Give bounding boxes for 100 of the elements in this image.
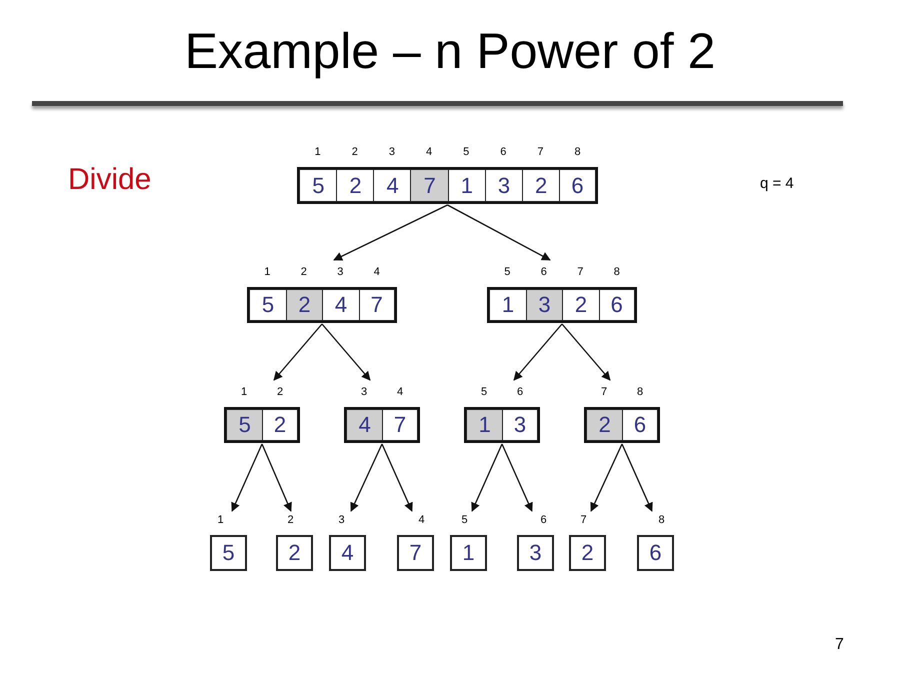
array-cell bbox=[569, 535, 606, 571]
arrow bbox=[333, 204, 448, 261]
array-cell bbox=[522, 169, 560, 202]
array-cell bbox=[637, 535, 674, 571]
index-number: 4 bbox=[374, 266, 380, 279]
index-number: 1 bbox=[241, 386, 248, 399]
index-number: 3 bbox=[388, 146, 395, 159]
index-number: 6 bbox=[540, 514, 547, 527]
arrow bbox=[513, 324, 562, 381]
arrow bbox=[471, 444, 503, 512]
cell-value: 3 bbox=[496, 172, 512, 200]
array-cell bbox=[622, 409, 658, 441]
arrow bbox=[350, 444, 383, 512]
cell-value: 2 bbox=[534, 172, 548, 200]
array-cell bbox=[489, 289, 527, 321]
index-number: 4 bbox=[418, 514, 425, 527]
slide-title: Example – n Power of 2 bbox=[184, 22, 716, 80]
array-cell bbox=[450, 535, 487, 571]
index-number: 3 bbox=[337, 266, 344, 279]
cell-value: 5 bbox=[311, 172, 326, 200]
array-cell bbox=[484, 169, 524, 202]
index-number: 7 bbox=[577, 266, 584, 279]
cell-value: 6 bbox=[632, 411, 648, 439]
cell-value: 7 bbox=[392, 411, 408, 439]
index-number: 5 bbox=[504, 266, 510, 279]
cell-value: 4 bbox=[340, 539, 355, 567]
note-text: q = 4 bbox=[760, 175, 794, 192]
array-cell bbox=[329, 535, 366, 571]
cell-value: 1 bbox=[460, 172, 474, 200]
arrow bbox=[261, 444, 292, 512]
array-cell bbox=[249, 289, 287, 321]
index-number: 7 bbox=[537, 146, 544, 159]
cell-value: 5 bbox=[260, 291, 276, 319]
cell-value: 6 bbox=[570, 172, 585, 200]
cell-value: 4 bbox=[334, 291, 348, 319]
array-cell bbox=[226, 409, 264, 441]
array-cell bbox=[448, 169, 486, 202]
cell-value: 1 bbox=[500, 291, 516, 319]
index-number: 7 bbox=[601, 386, 608, 399]
arrow bbox=[273, 324, 322, 381]
index-number: 8 bbox=[637, 386, 644, 399]
cell-value: 2 bbox=[580, 539, 595, 567]
arrow bbox=[501, 444, 533, 512]
index-number: 2 bbox=[277, 386, 284, 399]
cell-value: 5 bbox=[221, 539, 236, 567]
array-cell bbox=[517, 535, 554, 571]
array-cell bbox=[373, 169, 412, 202]
cell-value: 5 bbox=[238, 411, 252, 439]
array-cell bbox=[410, 169, 449, 202]
index-number: 8 bbox=[658, 514, 665, 527]
index-number: 2 bbox=[300, 266, 307, 279]
cell-value: 2 bbox=[287, 539, 302, 567]
cell-value: 6 bbox=[648, 539, 663, 567]
index-number: 4 bbox=[397, 386, 404, 399]
index-number: 8 bbox=[574, 146, 581, 159]
array-cell bbox=[262, 409, 298, 441]
cell-value: 7 bbox=[370, 291, 384, 319]
arrow bbox=[447, 204, 551, 261]
cell-value: 4 bbox=[385, 172, 400, 200]
arrow bbox=[562, 324, 611, 381]
cell-value: 7 bbox=[422, 172, 437, 200]
array-cell bbox=[558, 169, 596, 202]
index-number: 5 bbox=[463, 146, 470, 159]
cell-value: 1 bbox=[478, 411, 492, 439]
index-number: 3 bbox=[338, 514, 345, 527]
index-number: 5 bbox=[481, 386, 488, 399]
array-cell bbox=[210, 535, 247, 571]
index-number: 6 bbox=[517, 386, 524, 399]
array-cell bbox=[382, 409, 418, 441]
array-cell bbox=[358, 289, 395, 321]
array-cell bbox=[346, 409, 384, 441]
cell-value: 3 bbox=[537, 291, 552, 319]
index-number: 2 bbox=[352, 146, 358, 159]
cell-value: 2 bbox=[297, 291, 312, 319]
cell-value: 4 bbox=[358, 411, 372, 439]
cell-value: 1 bbox=[461, 539, 476, 567]
array-cell bbox=[276, 535, 313, 571]
cell-value: 2 bbox=[272, 411, 288, 439]
index-number: 6 bbox=[500, 146, 506, 159]
cell-value: 2 bbox=[598, 411, 612, 439]
arrow bbox=[231, 444, 263, 512]
array-cell bbox=[526, 289, 564, 321]
array-cell bbox=[336, 169, 375, 202]
cell-value: 7 bbox=[408, 539, 423, 567]
cell-value: 6 bbox=[610, 291, 624, 319]
array-cell bbox=[502, 409, 538, 441]
cell-value: 3 bbox=[512, 411, 528, 439]
array-cell bbox=[562, 289, 600, 321]
section-heading: Divide bbox=[68, 163, 152, 197]
cell-value: 3 bbox=[528, 539, 543, 567]
array-cell bbox=[286, 289, 324, 321]
arrow bbox=[322, 324, 371, 381]
index-number: 1 bbox=[314, 146, 321, 159]
index-number: 3 bbox=[361, 386, 368, 399]
index-number: 2 bbox=[288, 514, 294, 527]
array-cell bbox=[466, 409, 504, 441]
cell-value: 2 bbox=[348, 172, 363, 200]
index-number: 6 bbox=[540, 266, 547, 279]
index-number: 8 bbox=[614, 266, 620, 279]
arrow bbox=[381, 444, 413, 512]
